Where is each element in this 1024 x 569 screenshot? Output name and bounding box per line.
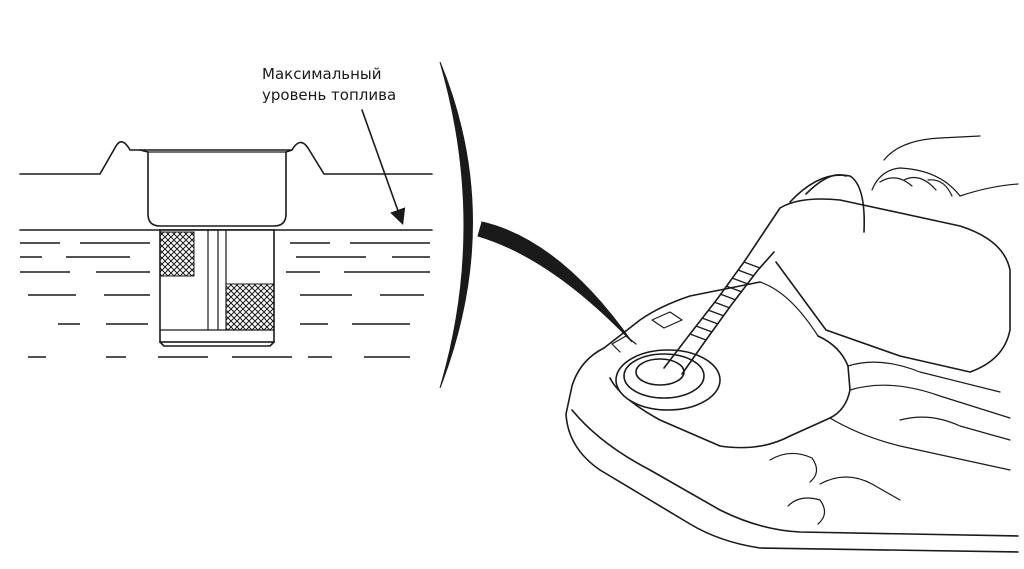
detail-callout-bracket: [439, 61, 473, 389]
level-leader-arrow: [361, 109, 406, 226]
filler-neck: [611, 311, 721, 411]
nozzle-tip: [159, 229, 275, 347]
label-line-1: Максимальный: [262, 65, 382, 83]
label-line-2: уровень топлива: [262, 86, 397, 104]
max-fuel-level-label: Максимальный уровень топлива: [262, 64, 396, 106]
detail-callout-pointer: [477, 221, 633, 343]
fuel-liquid-lines: [20, 242, 430, 358]
fuel-nozzle: [663, 135, 1019, 375]
filler-neck-cross-section: [19, 109, 433, 358]
fuel-tank-view: [565, 135, 1019, 553]
